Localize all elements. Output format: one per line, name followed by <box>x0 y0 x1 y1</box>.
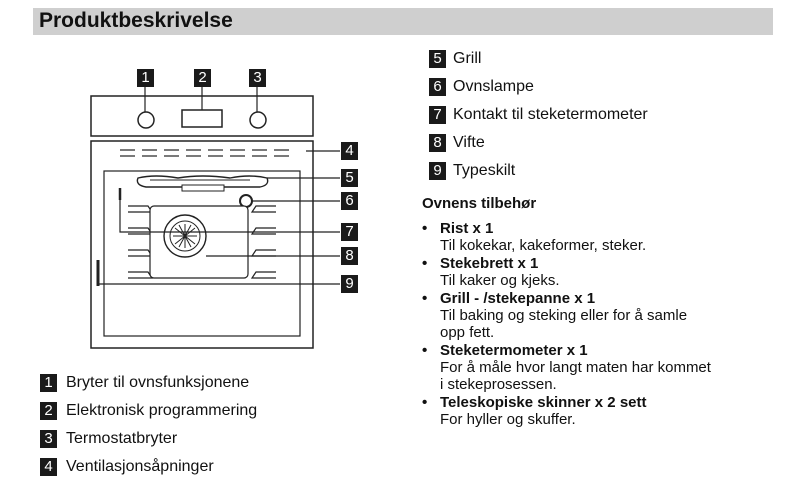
callout-4: 4 <box>341 142 358 160</box>
legend-item-9: 9 Typeskilt <box>429 161 515 181</box>
callout-6: 6 <box>341 192 358 210</box>
callout-7: 7 <box>341 223 358 241</box>
legend-text: Grill <box>453 50 482 67</box>
accessory-desc: i stekeprosessen. <box>440 376 557 393</box>
accessory-name: Teleskopiske skinner x 2 sett <box>440 394 647 411</box>
legend-text: Kontakt til steketermometer <box>453 106 648 123</box>
function-knob <box>137 111 155 129</box>
accessory-desc: For å måle hvor langt maten har kommet <box>440 359 711 376</box>
bullet: • <box>422 255 428 272</box>
legend-number: 7 <box>429 106 446 124</box>
oven-lamp <box>239 194 253 208</box>
callout-1: 1 <box>137 69 154 87</box>
accessory-desc: opp fett. <box>440 324 495 341</box>
bullet: • <box>422 342 428 359</box>
legend-item-3: 3 Termostatbryter <box>40 429 177 449</box>
legend-item-5: 5 Grill <box>429 49 481 69</box>
section-title: Produktbeskrivelse <box>39 9 233 32</box>
legend-number: 9 <box>429 162 446 180</box>
callout-8: 8 <box>341 247 358 265</box>
callout-5: 5 <box>341 169 358 187</box>
accessory-name: Rist x 1 <box>440 220 494 237</box>
callout-3: 3 <box>249 69 266 87</box>
accessory-item: • Stekebrett x 1 Til kaker og kjeks. <box>422 255 782 289</box>
legend-item-1: 1 Bryter til ovnsfunksjonene <box>40 373 249 393</box>
legend-item-4: 4 Ventilasjonsåpninger <box>40 457 214 477</box>
legend-number: 3 <box>40 430 57 448</box>
bullet: • <box>422 220 428 237</box>
callout-2: 2 <box>194 69 211 87</box>
legend-text: Elektronisk programmering <box>66 402 258 419</box>
legend-number: 1 <box>40 374 57 392</box>
bullet: • <box>422 394 428 411</box>
accessories-list: • Rist x 1 Til kokekar, kakeformer, stek… <box>422 220 782 429</box>
accessory-name: Stekebrett x 1 <box>440 255 539 272</box>
legend-item-2: 2 Elektronisk programmering <box>40 401 257 421</box>
oven-diagram <box>90 86 340 349</box>
section-header: Produktbeskrivelse <box>33 8 773 35</box>
legend-text: Typeskilt <box>453 162 516 179</box>
display-panel <box>181 109 223 128</box>
legend-text: Ventilasjonsåpninger <box>66 458 214 475</box>
accessory-item: • Teleskopiske skinner x 2 sett For hyll… <box>422 394 782 428</box>
accessory-item: • Rist x 1 Til kokekar, kakeformer, stek… <box>422 220 782 254</box>
accessory-desc: Til kaker og kjeks. <box>440 272 560 289</box>
accessory-desc: Til baking og steking eller for å samle <box>440 307 688 324</box>
legend-text: Bryter til ovnsfunksjonene <box>66 374 250 391</box>
accessories-heading: Ovnens tilbehør <box>422 195 537 212</box>
legend-text: Ovnslampe <box>453 78 534 95</box>
legend-text: Termostatbryter <box>66 430 178 447</box>
legend-item-7: 7 Kontakt til steketermometer <box>429 105 648 125</box>
bullet: • <box>422 290 428 307</box>
legend-number: 5 <box>429 50 446 68</box>
accessory-desc: Til kokekar, kakeformer, steker. <box>440 237 647 254</box>
legend-number: 2 <box>40 402 57 420</box>
accessory-name: Steketermometer x 1 <box>440 342 588 359</box>
accessory-desc: For hyller og skuffer. <box>440 411 576 428</box>
legend-number: 8 <box>429 134 446 152</box>
accessory-name: Grill - /stekepanne x 1 <box>440 290 596 307</box>
callout-9: 9 <box>341 275 358 293</box>
accessory-item: • Grill - /stekepanne x 1 Til baking og … <box>422 290 782 341</box>
legend-number: 4 <box>40 458 57 476</box>
grill-element <box>136 175 269 188</box>
legend-number: 6 <box>429 78 446 96</box>
legend-item-6: 6 Ovnslampe <box>429 77 534 97</box>
thermostat-knob <box>249 111 267 129</box>
accessory-item: • Steketermometer x 1 For å måle hvor la… <box>422 342 782 393</box>
legend-text: Vifte <box>453 134 485 151</box>
legend-item-8: 8 Vifte <box>429 133 485 153</box>
vent-slots <box>120 149 289 157</box>
